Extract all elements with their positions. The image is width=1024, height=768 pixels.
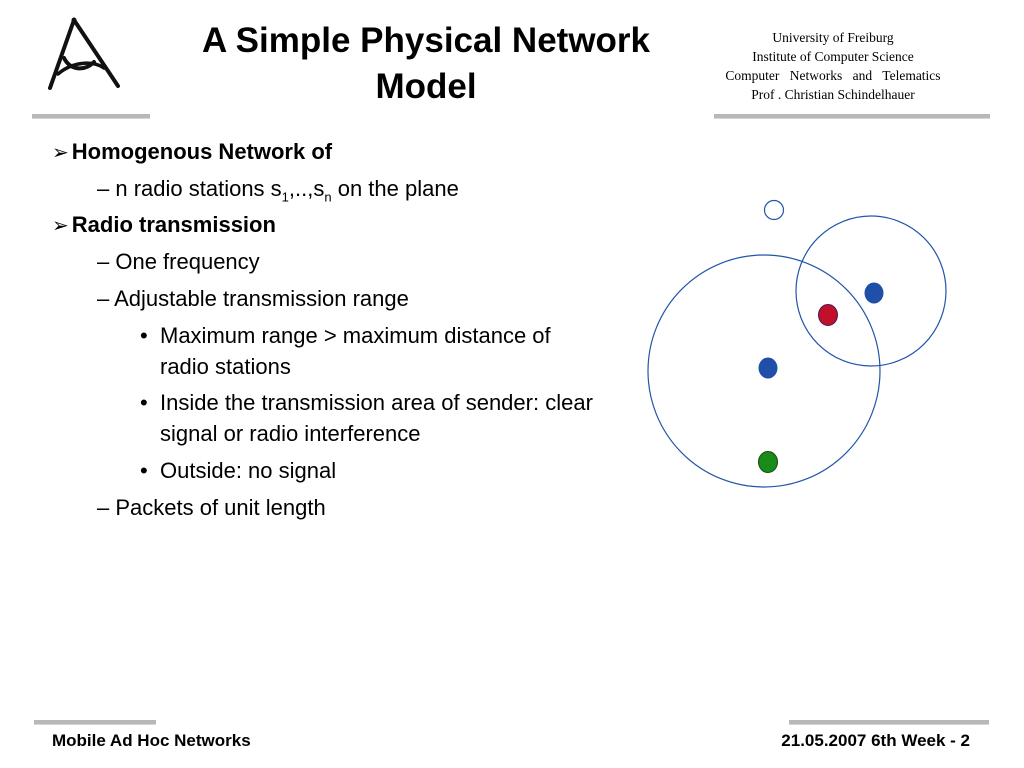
station-blue-middle xyxy=(758,357,778,379)
bullet-adjustable-range: – Adjustable transmission range xyxy=(97,286,409,311)
bullet-homogenous-network: ➢Homogenous Network of xyxy=(52,136,332,169)
bullet-text-post: on the plane xyxy=(331,176,459,201)
subscript-n: n xyxy=(324,189,332,205)
bullet-packets: – Packets of unit length xyxy=(97,495,326,520)
subscript-1: 1 xyxy=(281,189,289,205)
slide-title: A Simple Physical Network Model xyxy=(160,18,692,110)
institution-institute: Institute of Computer Science xyxy=(752,49,914,64)
bullet-radio-transmission: ➢Radio transmission xyxy=(52,209,276,242)
institution-university: University of Freiburg xyxy=(772,30,894,45)
bullet-text: Maximum range > maximum distance of radi… xyxy=(160,323,551,379)
bullet-text-mid: ,..,s xyxy=(288,176,325,201)
station-idle xyxy=(763,199,785,221)
transmission-range-large xyxy=(647,254,881,488)
bullet-text: Outside: no signal xyxy=(160,458,337,483)
dot-bullet-icon: • xyxy=(140,458,148,483)
bullet-inside-area: • Inside the transmission area of sender:… xyxy=(140,387,610,449)
bullet-one-frequency: – One frequency xyxy=(97,249,260,274)
institution-professor: Prof . Christian Schindelhauer xyxy=(751,87,915,102)
bullet-text: Homogenous Network of xyxy=(71,139,333,164)
station-sender-red xyxy=(818,304,838,326)
institution-block: University of Freiburg Institute of Comp… xyxy=(688,28,978,104)
footer-date-page: 21.05.2007 6th Week - 2 xyxy=(781,731,970,750)
university-logo-icon xyxy=(48,17,120,90)
arrow-bullet-icon: ➢ xyxy=(52,215,69,237)
header-divider-left xyxy=(32,114,150,119)
footer-course-title: Mobile Ad Hoc Networks xyxy=(52,731,251,750)
footer-divider-right xyxy=(789,720,989,725)
arrow-bullet-icon: ➢ xyxy=(52,142,69,164)
bullet-radio-stations: – n radio stations s1,..,sn on the plane xyxy=(97,173,459,204)
transmission-range-small xyxy=(795,215,947,367)
bullet-text: Radio transmission xyxy=(71,212,276,237)
bullet-text-pre: n radio stations s xyxy=(115,176,282,201)
station-blue-top xyxy=(864,282,884,304)
network-diagram xyxy=(647,199,947,488)
slide-title-line1: A Simple Physical Network xyxy=(201,21,651,60)
station-green-bottom xyxy=(758,451,778,473)
header-divider-right xyxy=(714,114,990,119)
dot-bullet-icon: • xyxy=(140,390,148,415)
footer-divider-left xyxy=(34,720,156,725)
slide-title-line2: Model xyxy=(375,67,477,106)
bullet-outside: • Outside: no signal xyxy=(140,455,336,486)
bullet-maximum-range: • Maximum range > maximum distance of rad… xyxy=(140,320,600,382)
dash-marker: – xyxy=(97,176,116,201)
bullet-text: Inside the transmission area of sender: … xyxy=(160,390,593,446)
institution-department: Computer Networks and Telematics xyxy=(725,68,941,83)
dot-bullet-icon: • xyxy=(140,323,148,348)
